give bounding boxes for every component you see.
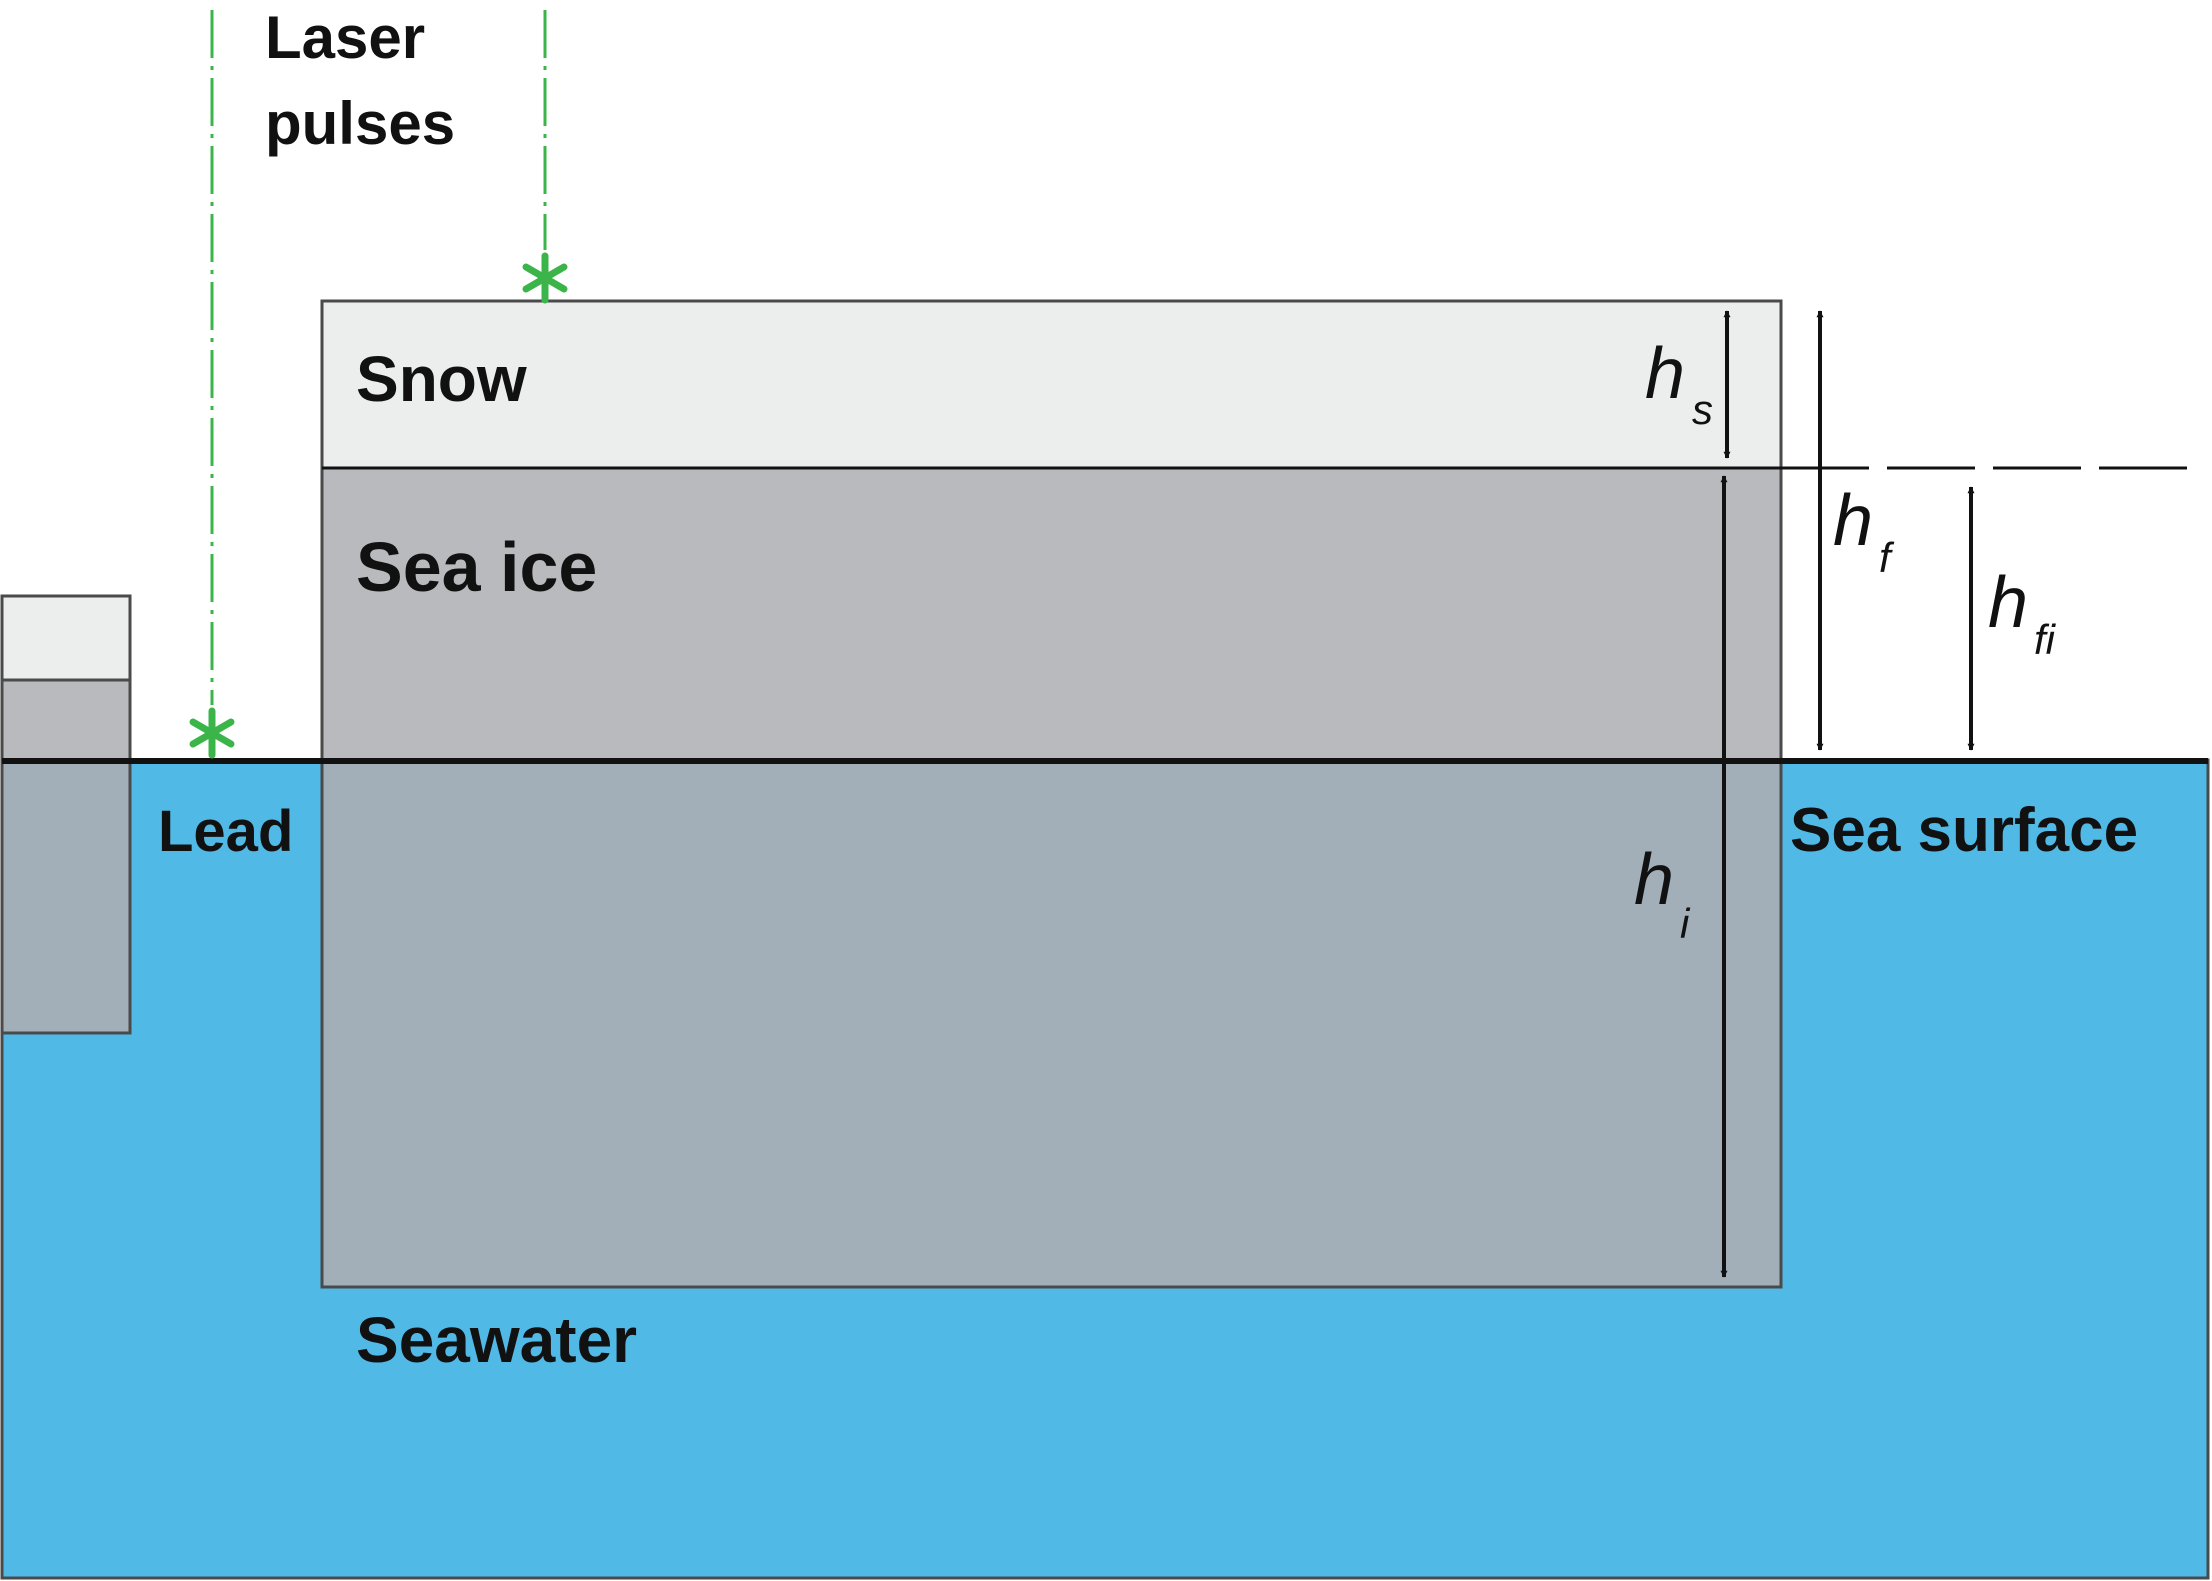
small-floe [0,594,132,1035]
laser-hit-snow-icon [522,252,568,304]
laser-label-line2: pulses [265,90,455,157]
main-floe [320,299,1783,1289]
snow-layer [320,299,1783,470]
small-floe-snow [0,594,132,682]
sea-ice-label: Sea ice [356,528,597,606]
small-floe-ice-above [0,678,132,762]
sea-ice-above-water [320,466,1783,762]
lead-label: Lead [158,799,293,864]
laser-label-line1: Laser [265,4,425,71]
hi-label: hi [1634,840,1691,947]
sea-ice-below-water [320,758,1783,1289]
laser-hit-lead-icon [189,707,235,759]
snow-label: Snow [356,343,527,415]
sea-surface-label: Sea surface [1790,796,2138,865]
seawater-label: Seawater [356,1304,637,1376]
small-floe-ice-below [0,758,132,1035]
